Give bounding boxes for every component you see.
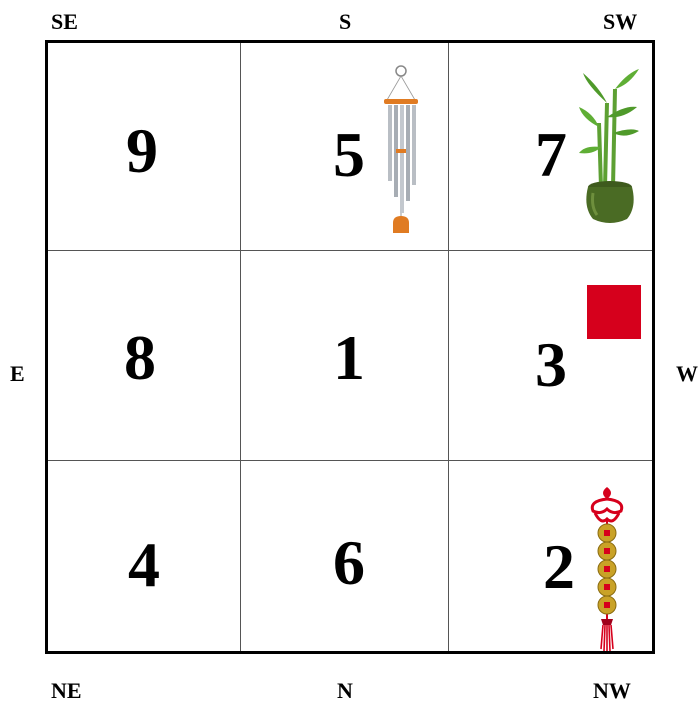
red-square-icon (587, 285, 641, 339)
direction-label-nw: NW (593, 680, 631, 702)
grid-cell-center: 1 (241, 251, 449, 461)
direction-label-ne: NE (51, 680, 82, 702)
grid-cell-s: 5 (241, 43, 449, 251)
direction-label-se: SE (51, 11, 78, 33)
grid-cell-ne: 4 (48, 461, 241, 651)
star-number: 6 (333, 531, 365, 595)
grid-cell-nw: 2 (449, 461, 652, 651)
star-number: 9 (126, 119, 158, 183)
wind-chime-icon (381, 63, 421, 235)
star-number: 3 (535, 333, 567, 397)
grid-cell-n: 6 (241, 461, 449, 651)
direction-label-e: E (10, 363, 25, 385)
flying-star-grid: 9 5 7 (45, 40, 655, 654)
direction-label-s: S (339, 11, 351, 33)
star-number: 4 (128, 533, 160, 597)
grid-cell-w: 3 (449, 251, 652, 461)
direction-label-n: N (337, 680, 353, 702)
grid-cell-e: 8 (48, 251, 241, 461)
star-number: 2 (543, 535, 575, 599)
grid-cell-se: 9 (48, 43, 241, 251)
star-number: 5 (333, 123, 365, 187)
grid-cell-sw: 7 (449, 43, 652, 251)
star-number: 1 (333, 326, 365, 390)
star-number: 8 (124, 326, 156, 390)
lucky-bamboo-icon (577, 67, 643, 227)
direction-label-w: W (676, 363, 698, 385)
direction-label-sw: SW (603, 11, 637, 33)
star-number: 7 (535, 123, 567, 187)
chinese-coins-icon (587, 485, 627, 651)
